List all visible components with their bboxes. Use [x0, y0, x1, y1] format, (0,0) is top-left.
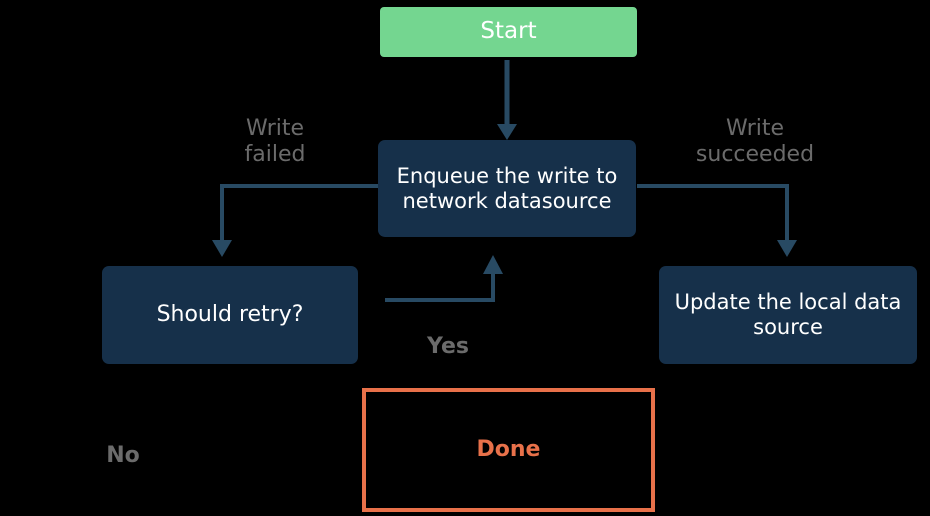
edge-label-yes: Yes: [427, 334, 469, 359]
edge-label-no: No: [106, 443, 140, 468]
edge-label-write-failed: Write failed: [244, 116, 306, 168]
edge-enqueue-to-retry: [212, 184, 378, 257]
node-should-retry[interactable]: Should retry?: [102, 266, 358, 364]
edge-retry-to-enqueue: [385, 255, 503, 302]
node-update-local-data-source[interactable]: Update the local data source: [659, 266, 917, 364]
edge-label-write-succeeded: Write succeeded: [695, 116, 815, 168]
edge-start-to-enqueue: [497, 60, 517, 140]
node-start[interactable]: Start: [380, 7, 637, 57]
node-done[interactable]: Done: [362, 388, 655, 512]
edge-enqueue-to-update: [637, 184, 797, 257]
node-enqueue-write[interactable]: Enqueue the write to network datasource: [378, 140, 636, 237]
